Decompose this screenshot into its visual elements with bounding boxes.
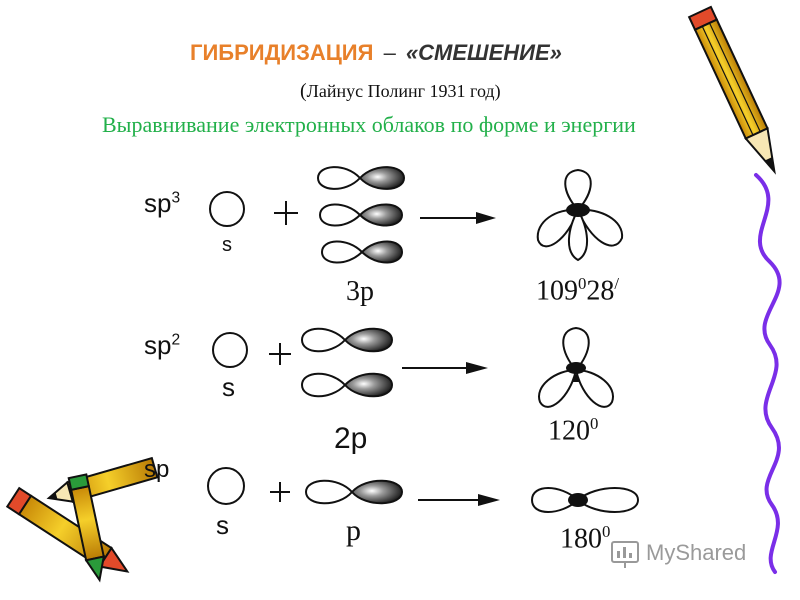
author-open-paren: ( <box>300 80 307 102</box>
p-orbital <box>300 327 394 353</box>
reaction-arrow <box>402 362 488 374</box>
title-sub: «СМЕШЕНИЕ» <box>405 40 562 65</box>
pencil-icon <box>687 5 776 175</box>
hybrid-type-sp: sp <box>144 456 170 483</box>
title-main: ГИБРИДИЗАЦИЯ <box>190 40 374 65</box>
angle-base: 180 <box>560 523 602 555</box>
slide-title: ГИБРИДИЗАЦИЯ – «СМЕШЕНИЕ» <box>190 40 562 66</box>
p-orbital <box>320 240 404 264</box>
angle-base: 120 <box>548 415 590 447</box>
crayon-bundle-icon <box>5 456 159 583</box>
s-orbital-circle <box>207 467 245 505</box>
title-dash: – <box>383 40 396 65</box>
s-orbital-circle <box>212 332 248 368</box>
subtitle: Выравнивание электронных облаков по форм… <box>102 112 636 137</box>
reaction-arrow <box>418 494 500 506</box>
angle-base: 109 <box>536 275 578 307</box>
sp2-hybrid-orbital <box>538 326 614 408</box>
angle-minutes: 28 <box>586 275 615 307</box>
plus-sign <box>269 343 291 365</box>
p-label: p <box>346 514 361 547</box>
p-label: 2p <box>334 422 368 455</box>
plus-sign <box>270 482 290 502</box>
p-orbital <box>300 372 394 398</box>
angle-degree: 0 <box>590 414 599 433</box>
s-label: s <box>222 372 235 402</box>
crayon-wave-line <box>754 173 782 574</box>
bond-angle-sp3: 109028/ <box>536 274 619 307</box>
bond-angle-sp2: 1200 <box>548 414 598 447</box>
sp-hybrid-orbital <box>530 487 640 513</box>
p-orbital <box>318 203 404 227</box>
p-label: 3p <box>346 276 374 307</box>
hybrid-type-sup: 2 <box>171 331 181 349</box>
author-text: Лайнус Полинг 1931 год) <box>306 81 501 101</box>
angle-degree: 0 <box>578 274 587 293</box>
angle-degree: 0 <box>602 522 611 541</box>
p-orbital <box>304 479 404 505</box>
hybrid-type-base: sp <box>144 330 172 360</box>
hybrid-type-sp2: sp2 <box>144 330 180 361</box>
hybrid-type-sup: 3 <box>171 189 181 207</box>
myshared-logo-icon <box>611 541 639 568</box>
watermark-text: MyShared <box>646 540 747 565</box>
p-orbital <box>316 166 406 190</box>
s-label: s <box>222 234 232 256</box>
reaction-arrow <box>420 212 496 224</box>
s-orbital-circle <box>209 191 245 227</box>
plus-sign <box>274 201 298 225</box>
author-line: (Лайнус Полинг 1931 год) <box>300 80 501 103</box>
hybrid-type-base: sp <box>144 188 172 218</box>
bond-angle-sp: 1800 <box>560 522 610 555</box>
sp3-hybrid-orbital <box>536 168 624 262</box>
angle-minute-mark: / <box>614 274 620 293</box>
hybrid-type-sp3: sp3 <box>144 188 180 219</box>
s-label: s <box>216 510 229 540</box>
